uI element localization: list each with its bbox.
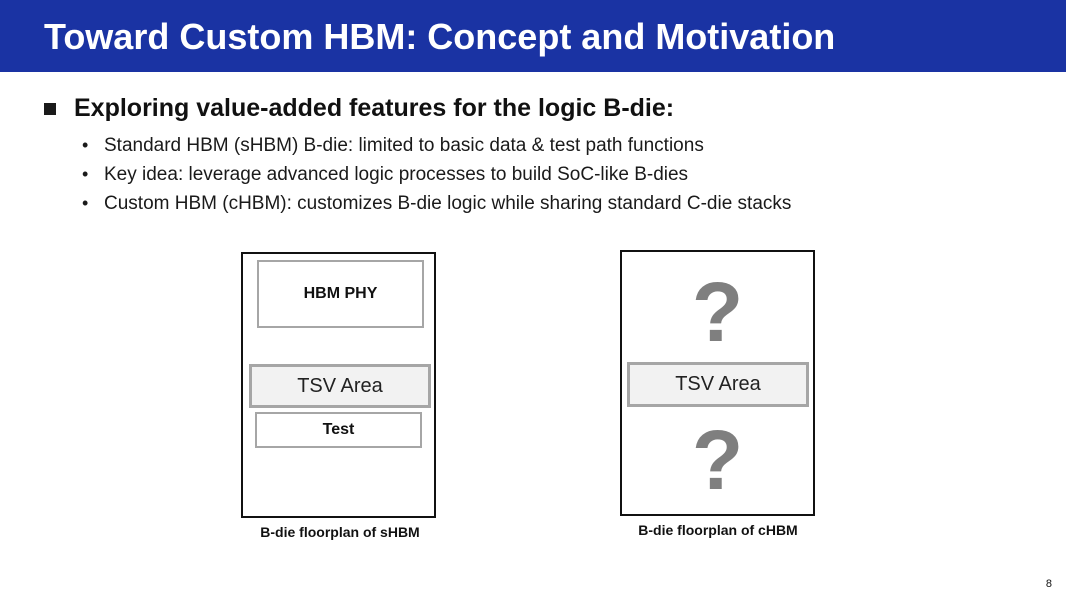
bullet-dot-icon: •: [82, 164, 89, 184]
square-bullet-icon: [44, 102, 56, 115]
sub-bullet-text: Standard HBM (sHBM) B-die: limited to ba…: [104, 134, 704, 156]
bullet-dot-icon: •: [82, 193, 89, 213]
tsv-area-block: TSV Area: [627, 362, 809, 407]
question-mark-icon: ?: [691, 413, 744, 507]
bullet-dot-icon: •: [82, 135, 89, 155]
page-number: 8: [1045, 578, 1052, 590]
hbm-phy-block: HBM PHY: [257, 260, 424, 328]
tsv-area-block: TSV Area: [249, 364, 431, 408]
sub-bullet: • Custom HBM (cHBM): customizes B-die lo…: [82, 189, 791, 218]
sub-bullet: • Standard HBM (sHBM) B-die: limited to …: [82, 131, 791, 160]
shbm-bdie-floorplan: HBM PHY TSV Area Test: [241, 252, 436, 518]
title-bar: Toward Custom HBM: Concept and Motivatio…: [0, 0, 1066, 72]
sub-bullet-text: Custom HBM (cHBM): customizes B-die logi…: [104, 192, 792, 214]
chbm-caption: B-die floorplan of cHBM: [638, 522, 798, 538]
sub-bullet: • Key idea: leverage advanced logic proc…: [82, 160, 791, 189]
question-mark-icon: ?: [691, 265, 744, 359]
test-block: Test: [255, 412, 422, 448]
shbm-caption: B-die floorplan of sHBM: [260, 524, 420, 540]
chbm-bdie-floorplan: ? TSV Area ?: [620, 250, 815, 516]
slide-title: Toward Custom HBM: Concept and Motivatio…: [44, 16, 836, 57]
main-bullet: Exploring value-added features for the l…: [44, 94, 674, 123]
sub-bullet-list: • Standard HBM (sHBM) B-die: limited to …: [82, 131, 791, 218]
sub-bullet-text: Key idea: leverage advanced logic proces…: [104, 163, 689, 185]
main-bullet-text: Exploring value-added features for the l…: [74, 94, 675, 122]
